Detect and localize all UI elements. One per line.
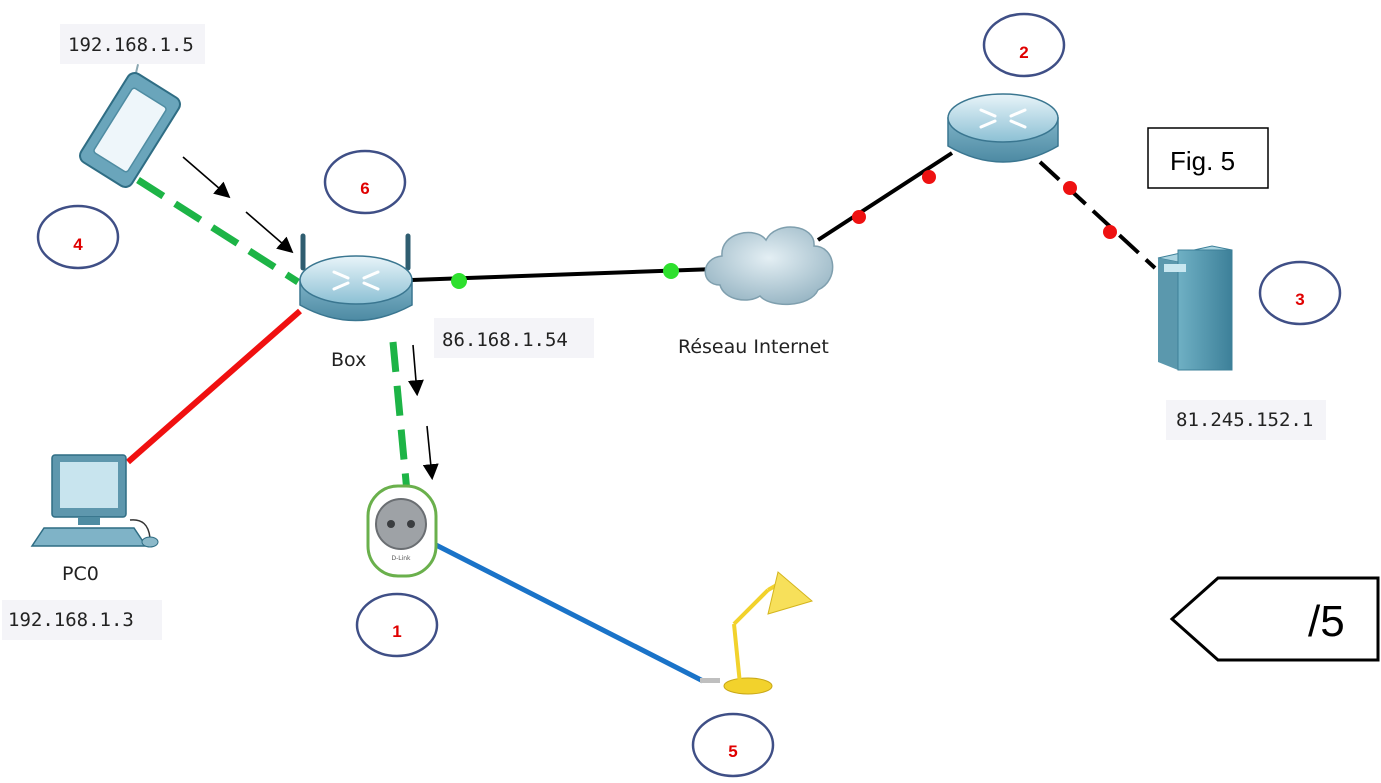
- box-wan-ip-background: [434, 318, 594, 358]
- smart-plug-icon[interactable]: D-Link: [366, 484, 438, 578]
- link-router-server: [1038, 160, 1157, 270]
- marker-2: 2: [982, 12, 1066, 78]
- marker-4: 4: [36, 204, 120, 270]
- server-icon[interactable]: [1157, 245, 1233, 371]
- marker-3: 3: [1258, 260, 1342, 326]
- port-down-indicator: [852, 210, 866, 224]
- marker-5: 5: [691, 712, 775, 778]
- svg-text:5: 5: [728, 742, 737, 761]
- figure-label-box: [1147, 127, 1269, 189]
- internet-cloud-icon[interactable]: [704, 226, 834, 306]
- svg-text:D-Link: D-Link: [391, 555, 411, 562]
- markers: 1 2 3 4 5 6: [36, 12, 1342, 778]
- score-box: [1169, 576, 1380, 662]
- wifi-link-phone-box: [136, 177, 300, 285]
- link-internet-router: [816, 151, 954, 242]
- box-label: Box: [331, 349, 366, 371]
- data-flow-arrows: [182, 156, 439, 481]
- svg-text:2: 2: [1019, 43, 1028, 62]
- arrow-icon: [407, 344, 424, 397]
- arrow-icon: [245, 211, 294, 254]
- smartphone-icon[interactable]: [77, 63, 187, 190]
- svg-text:1: 1: [392, 622, 401, 641]
- links: [126, 151, 1157, 684]
- port-indicators: [451, 170, 1117, 289]
- ethernet-link-box-pc: [126, 308, 302, 465]
- marker-6: 6: [323, 149, 407, 215]
- arrow-icon: [182, 156, 231, 199]
- port-down-indicator: [1103, 225, 1117, 239]
- internet-label: Réseau Internet: [678, 336, 829, 358]
- port-up-indicator: [663, 263, 679, 279]
- pc-ip-background: [2, 600, 162, 640]
- port-down-indicator: [1063, 181, 1077, 195]
- wifi-link-box-plug: [389, 341, 411, 493]
- svg-text:6: 6: [360, 179, 369, 198]
- phone-ip-background: [60, 24, 205, 64]
- phone-ip-label: 192.168.1.5: [68, 34, 194, 56]
- port-up-indicator: [451, 273, 467, 289]
- box-wan-ip-label: 86.168.1.54: [442, 329, 568, 351]
- port-down-indicator: [922, 170, 936, 184]
- desk-lamp-icon[interactable]: [700, 571, 814, 695]
- box-router-icon[interactable]: [299, 233, 413, 322]
- server-ip-label: 81.245.152.1: [1176, 409, 1313, 431]
- pc-label: PC0: [62, 563, 99, 585]
- router-icon[interactable]: [947, 93, 1059, 163]
- svg-text:3: 3: [1295, 290, 1304, 309]
- arrow-icon: [422, 425, 439, 481]
- server-ip-background: [1166, 400, 1326, 440]
- link-plug-lamp: [434, 542, 705, 684]
- marker-1: 1: [355, 592, 439, 658]
- pc-ip-label: 192.168.1.3: [8, 609, 134, 631]
- figure-label: Fig. 5: [1170, 146, 1235, 176]
- score-label: /5: [1308, 597, 1345, 646]
- pc-icon[interactable]: [30, 454, 159, 548]
- svg-text:4: 4: [73, 235, 83, 254]
